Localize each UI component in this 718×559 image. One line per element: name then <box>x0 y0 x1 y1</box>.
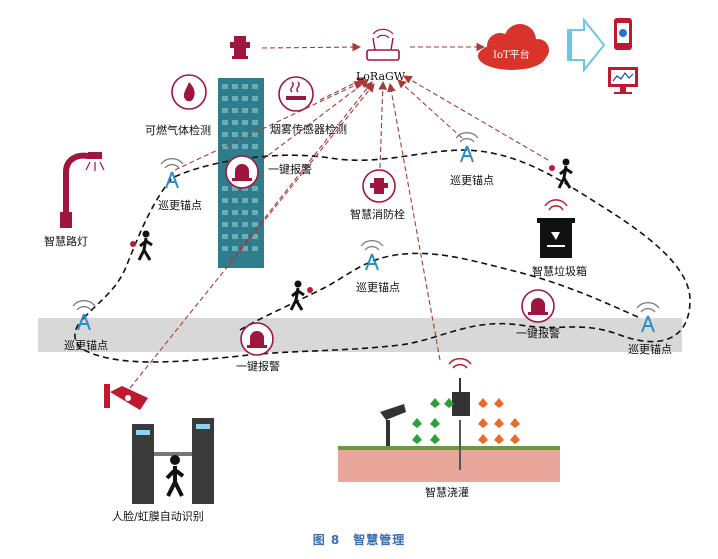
irrigation-scene <box>338 357 560 482</box>
plants <box>412 398 520 444</box>
patrol-person-icon-2 <box>289 280 313 311</box>
anchor-icon-3 <box>360 240 384 271</box>
trash-bin-icon <box>537 199 575 258</box>
monitor-icon <box>608 67 638 94</box>
anchor-label-3: 巡更锚点 <box>356 281 400 294</box>
alarm-icon-left <box>240 322 274 356</box>
platform-label: IoT平台 <box>493 50 530 61</box>
iot-cloud-icon <box>478 24 549 70</box>
gas-detection-icon <box>171 74 207 110</box>
anchor-label-1: 巡更锚点 <box>158 199 202 212</box>
anchor-icon-5 <box>636 302 660 333</box>
anchor-icon-4 <box>72 300 96 331</box>
anchor-label-5: 巡更锚点 <box>628 343 672 356</box>
patrol-person-icon-3 <box>549 158 573 189</box>
lora-gateway-icon <box>366 28 400 61</box>
gateway-label: LoRaGW <box>356 70 406 83</box>
alarm-label-building: 一键报警 <box>268 163 312 176</box>
alarm-label-right: 一键报警 <box>516 327 560 340</box>
road <box>38 318 682 352</box>
anchor-icon-1 <box>160 158 184 189</box>
irrigation-label: 智慧浇灌 <box>425 486 469 499</box>
camera-icon <box>104 384 148 410</box>
lora-links <box>129 42 549 389</box>
trash-bin-label: 智慧垃圾箱 <box>532 265 587 278</box>
smoke-detection-icon <box>278 76 314 112</box>
forward-arrow-icon <box>567 17 606 73</box>
fire-hydrant-icon <box>230 36 250 59</box>
anchor-label-2: 巡更锚点 <box>450 174 494 187</box>
alarm-icon-building <box>225 155 259 189</box>
anchor-label-4: 巡更锚点 <box>64 339 108 352</box>
face-iris-label: 人脸/虹膜自动识别 <box>112 510 204 523</box>
figure-caption: 图 8 智慧管理 <box>312 533 406 547</box>
fire-hydrant-circle-icon <box>362 169 396 203</box>
anchor-icon-2 <box>455 132 479 163</box>
street-lamp-label: 智慧路灯 <box>44 235 88 248</box>
smoke-detection-label: 烟雾传感器检测 <box>270 123 347 136</box>
street-lamp-icon <box>60 152 105 228</box>
alarm-label-left: 一键报警 <box>236 360 280 373</box>
fire-hydrant-label: 智慧消防栓 <box>350 208 405 221</box>
alarm-icon-right <box>521 289 555 323</box>
gate-person-icon <box>165 455 185 497</box>
mobile-phone-icon <box>614 18 632 50</box>
gas-detection-label: 可燃气体检测 <box>145 124 211 137</box>
turnstile-gate-icon <box>132 418 214 504</box>
patrol-person-icon-1 <box>130 230 153 261</box>
